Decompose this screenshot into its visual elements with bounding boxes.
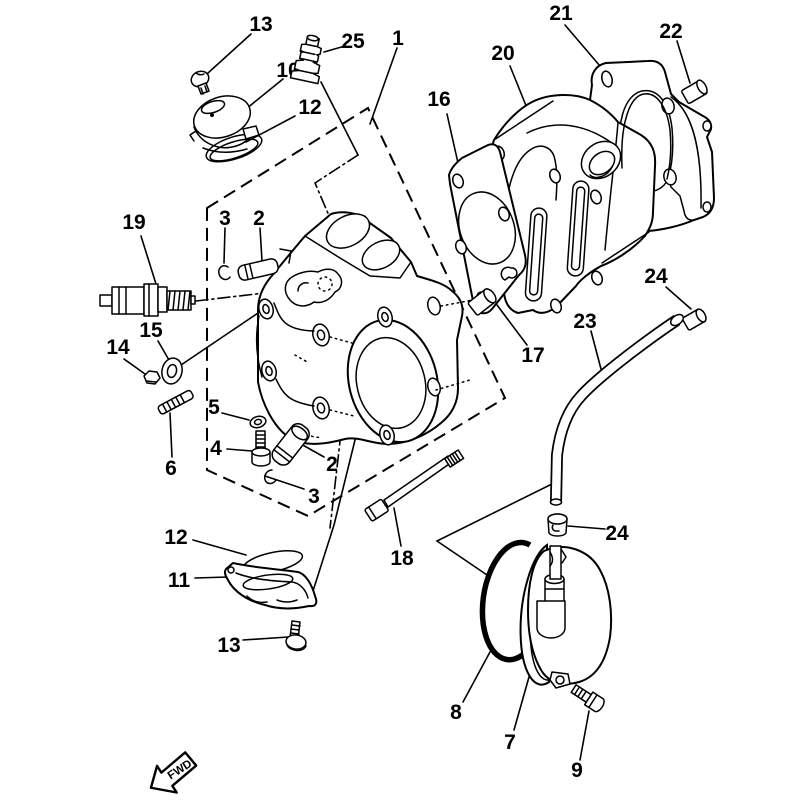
svg-text:6: 6	[165, 457, 177, 480]
svg-text:23: 23	[573, 310, 596, 333]
svg-text:19: 19	[122, 211, 145, 234]
svg-text:2: 2	[326, 453, 338, 476]
svg-text:4: 4	[210, 437, 222, 460]
svg-text:17: 17	[521, 344, 544, 367]
svg-text:14: 14	[106, 336, 130, 359]
svg-text:1: 1	[392, 27, 404, 50]
svg-text:24: 24	[644, 265, 668, 288]
svg-text:3: 3	[219, 207, 231, 230]
svg-text:8: 8	[450, 701, 462, 724]
svg-text:13: 13	[249, 13, 272, 36]
svg-text:22: 22	[659, 20, 682, 43]
svg-text:18: 18	[390, 547, 414, 570]
svg-text:21: 21	[549, 2, 573, 25]
svg-text:12: 12	[298, 96, 321, 119]
svg-text:5: 5	[208, 396, 220, 419]
svg-text:2: 2	[253, 207, 265, 230]
svg-text:13: 13	[217, 634, 240, 657]
svg-text:3: 3	[308, 485, 320, 508]
svg-text:7: 7	[504, 731, 516, 754]
svg-text:15: 15	[139, 319, 163, 342]
svg-text:12: 12	[164, 526, 187, 549]
svg-text:24: 24	[605, 522, 629, 545]
svg-text:20: 20	[491, 42, 514, 65]
svg-text:11: 11	[168, 569, 191, 592]
svg-text:25: 25	[341, 30, 365, 53]
svg-text:9: 9	[571, 759, 583, 782]
svg-text:16: 16	[427, 88, 450, 111]
